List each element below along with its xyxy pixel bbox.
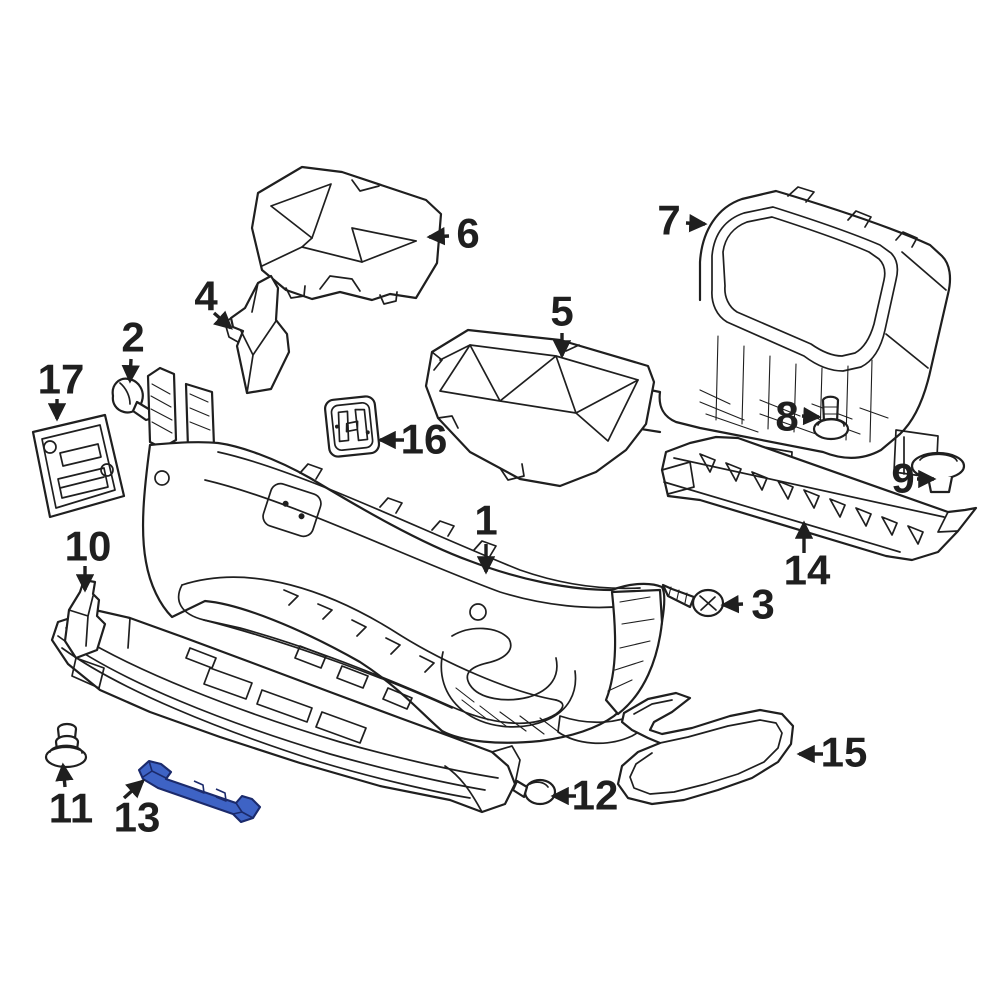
part-number-1: 1 <box>474 497 497 544</box>
part-12-clip <box>511 778 557 806</box>
part-15-fog-bezel <box>616 691 795 806</box>
callout-arrow-6 <box>426 227 450 246</box>
part-number-17: 17 <box>38 356 85 403</box>
part-16-emblem <box>324 395 381 458</box>
part-number-2: 2 <box>121 314 144 361</box>
part-10-bracket <box>63 578 107 689</box>
part-11-push-clip <box>44 722 88 769</box>
callout-arrow-8 <box>801 406 822 426</box>
part-number-6: 6 <box>456 210 479 257</box>
part-13-highlighted-molding <box>137 759 262 824</box>
part-number-10: 10 <box>65 523 112 570</box>
part-number-12: 12 <box>572 772 619 819</box>
part-number-8: 8 <box>775 393 798 440</box>
part-number-4: 4 <box>194 273 218 320</box>
callout-arrow-7 <box>685 214 708 233</box>
part-number-13: 13 <box>114 794 161 841</box>
part-number-15: 15 <box>821 729 868 776</box>
callout-arrow-2 <box>121 358 140 384</box>
part-number-9: 9 <box>891 455 914 502</box>
part-5-grille-beam <box>424 328 656 488</box>
part-8-push-clip <box>812 395 850 441</box>
part-6-air-guide-panel <box>250 165 443 305</box>
part-14-grille-strip <box>660 435 978 562</box>
part-17-license-bracket <box>31 413 126 519</box>
part-number-7: 7 <box>657 197 680 244</box>
part-number-3: 3 <box>751 581 774 628</box>
callout-arrow-11 <box>55 762 74 788</box>
part-4-bracket <box>224 274 291 395</box>
callout-arrow-4 <box>212 310 233 330</box>
part-3-screw <box>661 583 725 618</box>
part-number-5: 5 <box>550 288 573 335</box>
callout-arrow-13 <box>122 779 145 800</box>
part-9-grommet <box>910 451 966 494</box>
part-number-11: 11 <box>49 785 93 832</box>
part-number-16: 16 <box>401 416 448 463</box>
callout-arrow-3 <box>720 595 744 614</box>
part-number-14: 14 <box>784 547 831 594</box>
part-1-front-bumper-cover <box>141 366 666 745</box>
lower-valence <box>50 608 521 814</box>
